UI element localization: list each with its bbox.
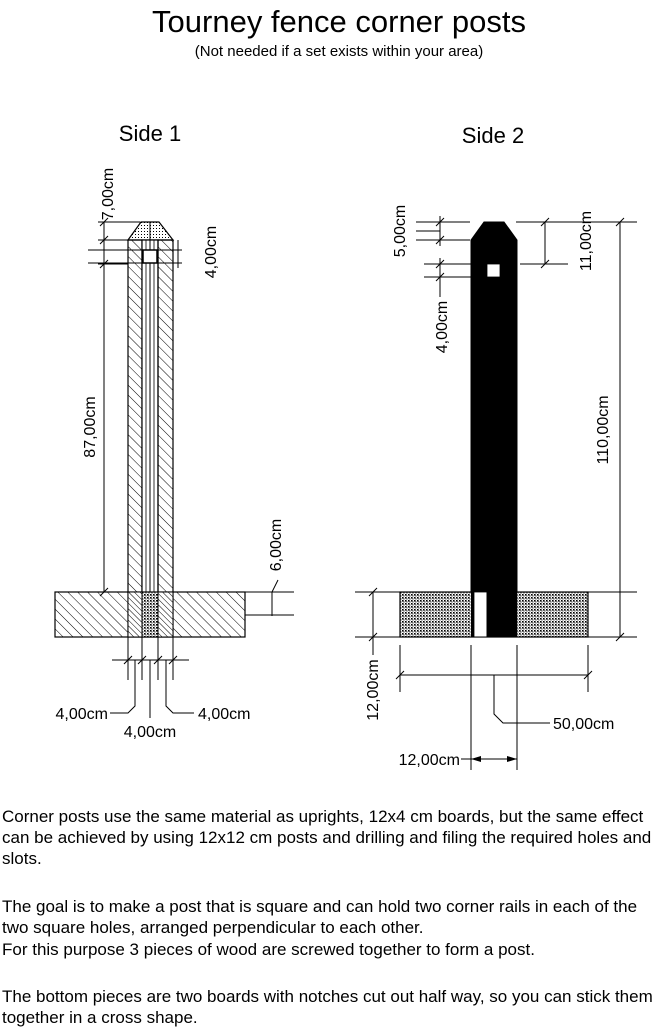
side2-dim-hole: 4,00cm: [434, 301, 451, 353]
side2-post: [470, 221, 518, 638]
side1-dim-base: 6,00cm: [268, 519, 285, 571]
page-subtitle: (Not needed if a set exists within your …: [194, 43, 484, 60]
side2-dim-base: 12,00cm: [365, 659, 382, 720]
side1-dim-top: 7,00cm: [100, 168, 117, 220]
paragraph-purpose: For this purpose 3 pieces of wood are sc…: [2, 940, 535, 959]
side2-dim-post-width: 12,00cm: [399, 752, 460, 769]
side2-view: Side 2 5,00cm 4,00cm 11,00c: [355, 123, 637, 770]
paragraph-bottom-pieces: The bottom pieces are two boards with no…: [2, 987, 653, 1027]
side2-dim-base-width: 50,00cm: [553, 716, 614, 733]
paragraph-materials: Corner posts use the same material as up…: [2, 807, 652, 868]
side2-dim-height: 110,00cm: [595, 395, 612, 464]
side1-dim-right-board: 4,00cm: [198, 706, 250, 723]
side1-dim-middle-board: 4,00cm: [124, 724, 176, 741]
side1-right-board: [157, 239, 174, 638]
technical-drawing: Side 1 7,00cm 4,00cm 87: [54, 121, 637, 770]
side2-label: Side 2: [462, 123, 524, 148]
side1-label: Side 1: [119, 121, 181, 146]
side1-view: Side 1 7,00cm 4,00cm 87: [54, 121, 294, 741]
side1-dim-hole: 4,00cm: [203, 226, 220, 278]
side1-left-board: [127, 239, 143, 638]
side2-dim-top: 5,00cm: [392, 205, 409, 257]
side1-rail-hole: [142, 249, 158, 264]
side2-rail-hole: [486, 263, 501, 278]
side1-dim-length: 87,00cm: [82, 396, 99, 457]
side1-dim-left-board: 4,00cm: [56, 706, 108, 723]
paragraph-goal: The goal is to make a post that is squar…: [2, 897, 638, 937]
side1-base-notch: [141, 591, 159, 638]
page-title: Tourney fence corner posts: [152, 4, 526, 39]
side2-dim-top2: 11,00cm: [578, 211, 595, 271]
side2-base-notch: [486, 591, 501, 638]
